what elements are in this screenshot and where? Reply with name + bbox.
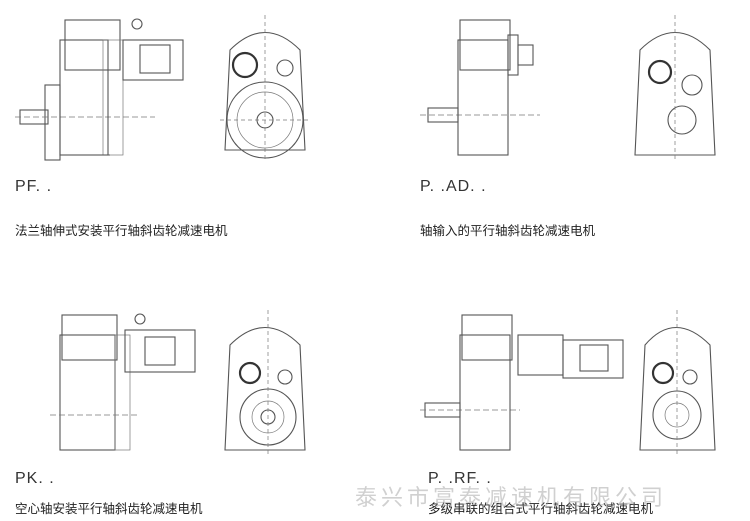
end-view-icon bbox=[639, 310, 716, 455]
side-view-icon bbox=[420, 314, 624, 451]
panel-prf: P. .RF. . 多级串联的组合式平行轴斜齿轮减速电机 bbox=[420, 305, 750, 516]
panel-pf: PF. . 法兰轴伸式安装平行轴斜齿轮减速电机 bbox=[15, 10, 345, 238]
pad-drawing-icon bbox=[420, 15, 716, 160]
panel-pk: PK. . 空心轴安装平行轴斜齿轮减速电机 bbox=[15, 305, 360, 516]
model-description: 多级串联的组合式平行轴斜齿轮减速电机 bbox=[428, 501, 654, 516]
end-view-icon bbox=[224, 310, 306, 455]
end-view-icon bbox=[634, 15, 716, 160]
model-description: 法兰轴伸式安装平行轴斜齿轮减速电机 bbox=[15, 223, 228, 238]
watermark: 泰兴市富泰减速机有限公司 bbox=[355, 486, 668, 511]
prf-drawing-icon bbox=[420, 310, 716, 455]
model-code: PF. . bbox=[15, 178, 53, 195]
end-view-icon bbox=[220, 15, 310, 160]
pf-drawing-icon bbox=[15, 15, 310, 161]
model-description: 空心轴安装平行轴斜齿轮减速电机 bbox=[15, 501, 203, 516]
model-code: P. .AD. . bbox=[420, 178, 487, 195]
model-code: PK. . bbox=[15, 470, 55, 487]
model-description: 轴输入的平行轴斜齿轮减速电机 bbox=[420, 223, 596, 238]
panel-pad: P. .AD. . 轴输入的平行轴斜齿轮减速电机 bbox=[420, 10, 750, 238]
side-view-icon bbox=[420, 19, 540, 156]
side-view-icon bbox=[50, 313, 196, 451]
model-code: P. .RF. . bbox=[428, 470, 492, 487]
side-view-icon bbox=[15, 18, 184, 161]
pk-drawing-icon bbox=[50, 310, 306, 455]
